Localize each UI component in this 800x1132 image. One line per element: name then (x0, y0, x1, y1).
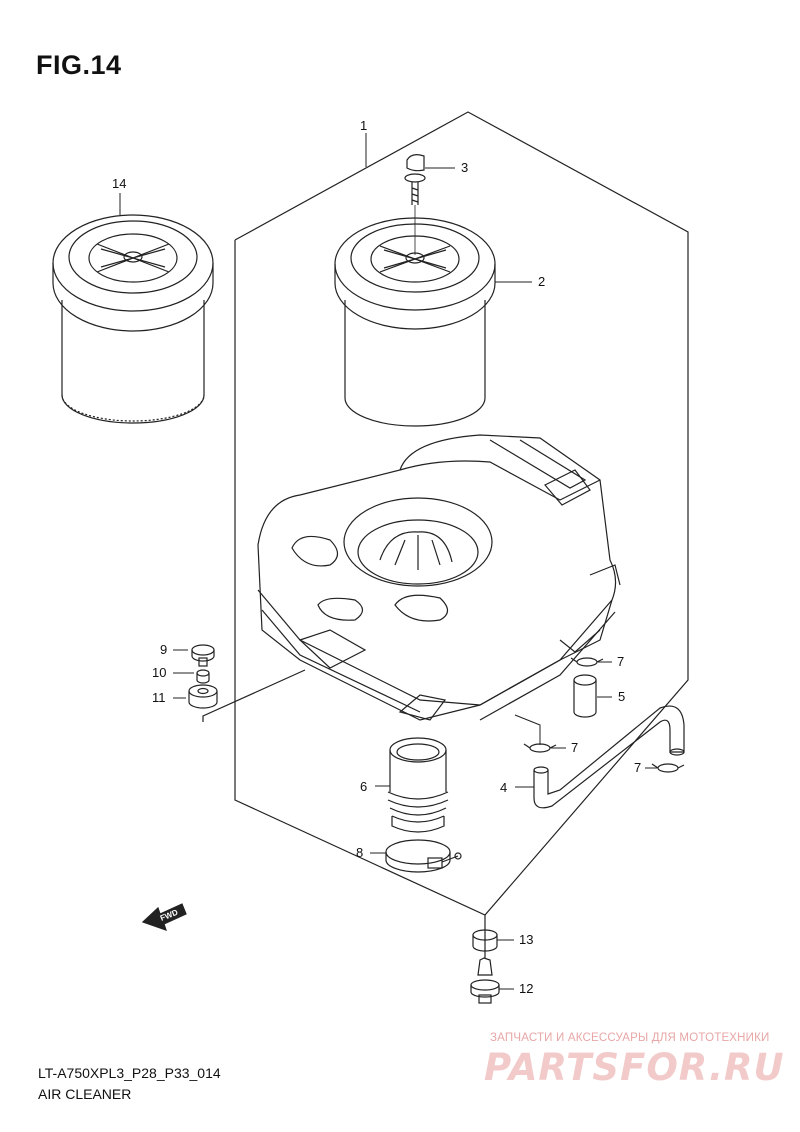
callout-8: 8 (356, 845, 363, 860)
callout-9: 9 (160, 642, 167, 657)
callout-3: 3 (461, 160, 468, 175)
assembly-outline (234, 111, 689, 916)
breather-hose-4 (533, 705, 685, 809)
watermark-tagline: ЗАПЧАСТИ И АКСЕССУАРЫ ДЛЯ МОТОТЕХНИКИ (490, 1032, 770, 1044)
callout-10: 10 (152, 665, 166, 680)
callout-13: 13 (519, 932, 533, 947)
check-valve-12 (470, 957, 500, 1004)
assembly-name-label: AIR CLEANER (38, 1086, 132, 1102)
callout-7a: 7 (617, 654, 624, 669)
callout-14: 14 (112, 176, 126, 191)
callout-1: 1 (360, 118, 367, 133)
wing-bolt-3 (404, 154, 426, 255)
callout-7c: 7 (634, 760, 641, 775)
figure-title: FIG.14 (36, 50, 122, 80)
callout-4: 4 (500, 780, 507, 795)
watermark-logo: PARTSFOR.RU (484, 1046, 785, 1089)
hose-clamp-8 (385, 839, 462, 873)
callout-5: 5 (618, 689, 625, 704)
model-code-label: LT-A750XPL3_P28_P33_014 (38, 1065, 221, 1081)
callout-11: 11 (152, 690, 166, 705)
air-cleaner-case-1 (257, 434, 621, 721)
filter-element-2 (334, 217, 496, 427)
intake-boot-6 (387, 737, 449, 833)
callout-7b: 7 (571, 740, 578, 755)
fwd-arrow-icon (141, 903, 187, 931)
callout-2: 2 (538, 274, 545, 289)
filter-element-14 (52, 214, 214, 424)
leader-lines (119, 133, 657, 990)
screw-9 (191, 644, 215, 667)
grommet-11 (188, 684, 218, 709)
collar-10 (196, 669, 210, 684)
callout-12: 12 (519, 981, 533, 996)
leader-11 (202, 669, 306, 722)
hose-clip-7c (651, 763, 685, 773)
callout-6: 6 (360, 779, 367, 794)
drain-hose-5 (573, 674, 597, 718)
